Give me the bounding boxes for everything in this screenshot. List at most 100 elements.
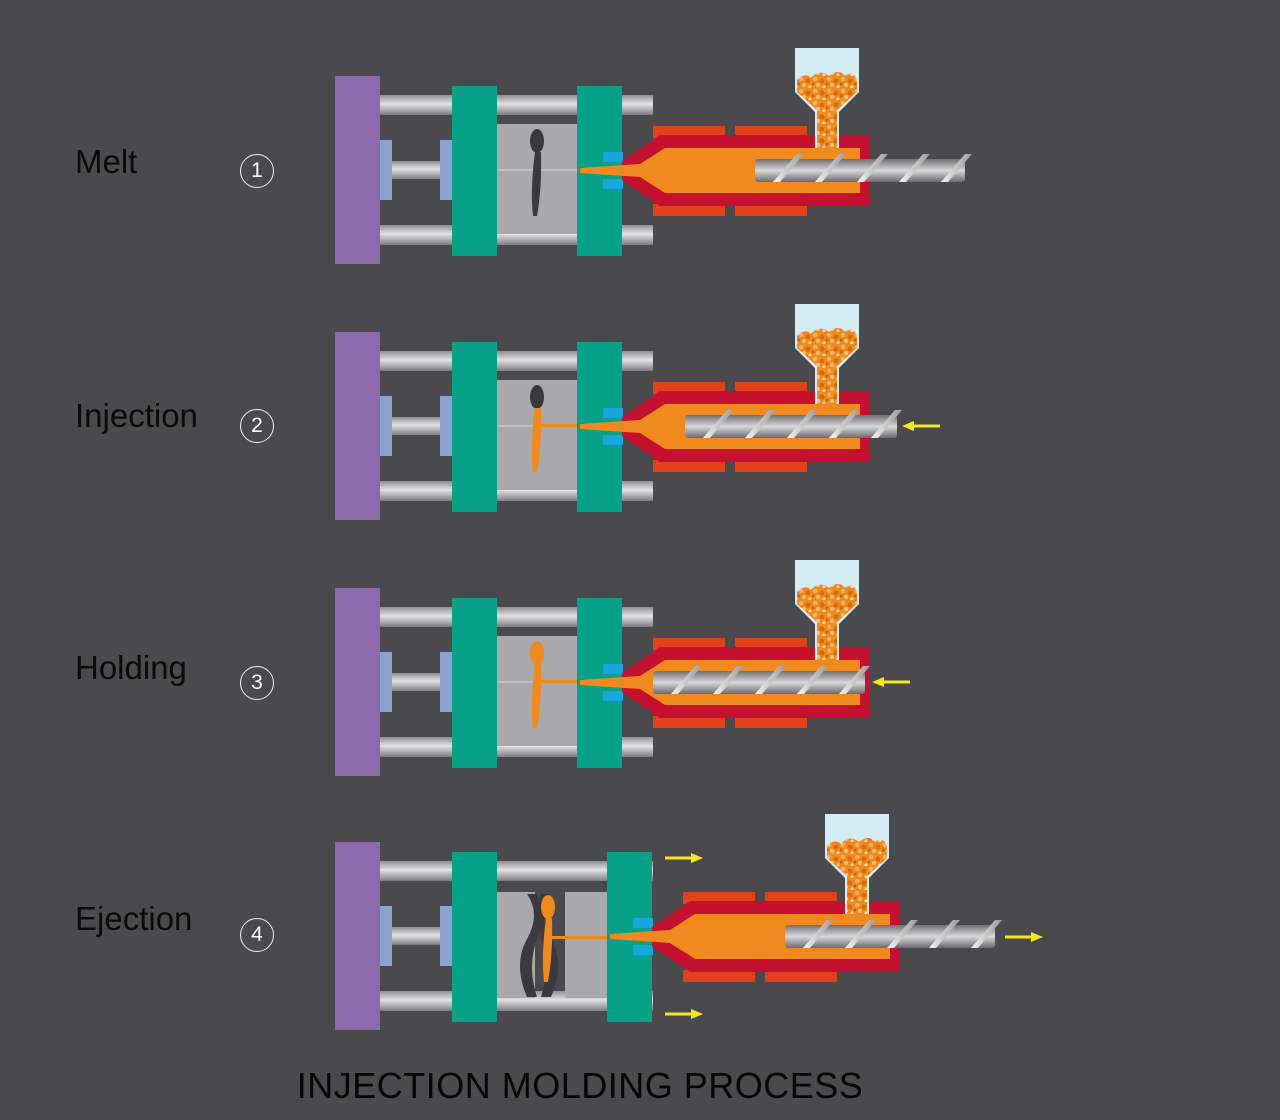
arrow-right-icon (691, 853, 703, 863)
heater-band (653, 460, 725, 472)
arrow-shaft (1005, 935, 1033, 939)
screw-flight (803, 920, 834, 948)
heater-band (735, 204, 807, 216)
nozzle-seat-top (603, 152, 623, 162)
arrow-shaft (882, 680, 910, 684)
machine-group (335, 814, 1043, 1030)
screw-flight (713, 666, 744, 694)
clamp-plate (335, 842, 380, 1030)
nozzle-seat-bottom (603, 435, 623, 445)
clamp-link-right (440, 396, 452, 456)
screw-flight (929, 920, 960, 948)
arrow-shaft (912, 424, 940, 428)
nozzle (580, 164, 640, 177)
heater-band (735, 460, 807, 472)
molded-part-head (541, 895, 555, 919)
machine-diagram-holding (335, 560, 910, 776)
stage-label-melt: Melt (75, 143, 138, 180)
nozzle (610, 930, 670, 943)
clamp-link-right (440, 140, 452, 200)
sprue (550, 936, 630, 939)
tie-bar-top (378, 861, 653, 881)
screw-flight (787, 410, 818, 438)
step-number-1: 1 (240, 154, 274, 188)
moving-platen (452, 598, 497, 768)
clamp-plate (335, 76, 380, 264)
nozzle-seat-bottom (633, 945, 653, 955)
screw-flight (899, 154, 930, 182)
stage-label-ejection: Ejection (75, 900, 193, 937)
clamp-rod (390, 927, 452, 945)
screw-shaft (785, 925, 995, 948)
clamp-link-left (380, 396, 392, 456)
screw-flight (971, 920, 1002, 948)
molded-part-head (530, 385, 544, 409)
screw-flight (745, 410, 776, 438)
nozzle-seat-bottom (603, 179, 623, 189)
plastic-pellets (797, 584, 857, 660)
screw-flight (887, 920, 918, 948)
screw-flight (941, 154, 972, 182)
screw-flight (829, 410, 860, 438)
screw-flight (857, 154, 888, 182)
arrow-shaft (665, 1012, 693, 1016)
mold-half-fixed (565, 892, 607, 998)
clamp-rod (390, 161, 452, 179)
arrow-right-icon (1031, 932, 1043, 942)
nozzle-seat-top (603, 664, 623, 674)
stage-label-injection: Injection (75, 397, 198, 434)
nozzle (580, 420, 640, 433)
screw-flight (797, 666, 828, 694)
screw-flight (839, 666, 870, 694)
screw-flight (703, 410, 734, 438)
molded-part-head (530, 641, 544, 665)
runner (537, 680, 580, 683)
clamp-rod (390, 673, 452, 691)
arrow-left-icon (902, 421, 914, 431)
molded-part-handle (531, 152, 542, 216)
screw-flight (755, 666, 786, 694)
plastic-pellets (797, 72, 857, 148)
step-number-4: 4 (240, 918, 274, 952)
runner (537, 424, 582, 427)
nozzle-seat-top (603, 408, 623, 418)
heater-band (765, 970, 837, 982)
machine-group (335, 48, 972, 264)
screw-flight (815, 154, 846, 182)
clamp-plate (335, 332, 380, 520)
arrow-shaft (665, 856, 693, 860)
clamp-link-left (380, 652, 392, 712)
machine-diagram-melt (335, 48, 972, 264)
clamp-link-left (380, 140, 392, 200)
step-number-2: 2 (240, 409, 274, 443)
clamp-link-left (380, 906, 392, 966)
moving-platen (452, 342, 497, 512)
machine-diagram-injection (335, 304, 940, 520)
step-number-3: 3 (240, 666, 274, 700)
molded-part-handle (542, 918, 553, 982)
heater-band (683, 970, 755, 982)
arrow-right-icon (691, 1009, 703, 1019)
diagram-title: INJECTION MOLDING PROCESS (296, 1065, 864, 1106)
heater-band (653, 204, 725, 216)
screw-flight (671, 666, 702, 694)
stage-label-holding: Holding (75, 649, 187, 686)
molded-part-head (530, 129, 544, 153)
plastic-pellets (797, 328, 857, 404)
nozzle (580, 676, 640, 689)
screw-flight (845, 920, 876, 948)
machine-diagram-ejection (335, 814, 1043, 1030)
heater-band (653, 716, 725, 728)
plastic-pellets (827, 838, 887, 914)
clamp-plate (335, 588, 380, 776)
machine-group (335, 304, 940, 520)
screw-flight (773, 154, 804, 182)
machine-group (335, 560, 910, 776)
clamp-link-right (440, 906, 452, 966)
nozzle-seat-bottom (603, 691, 623, 701)
moving-platen (452, 86, 497, 256)
heater-band (735, 716, 807, 728)
moving-platen (452, 852, 497, 1022)
nozzle-seat-top (633, 918, 653, 928)
arrow-left-icon (872, 677, 884, 687)
